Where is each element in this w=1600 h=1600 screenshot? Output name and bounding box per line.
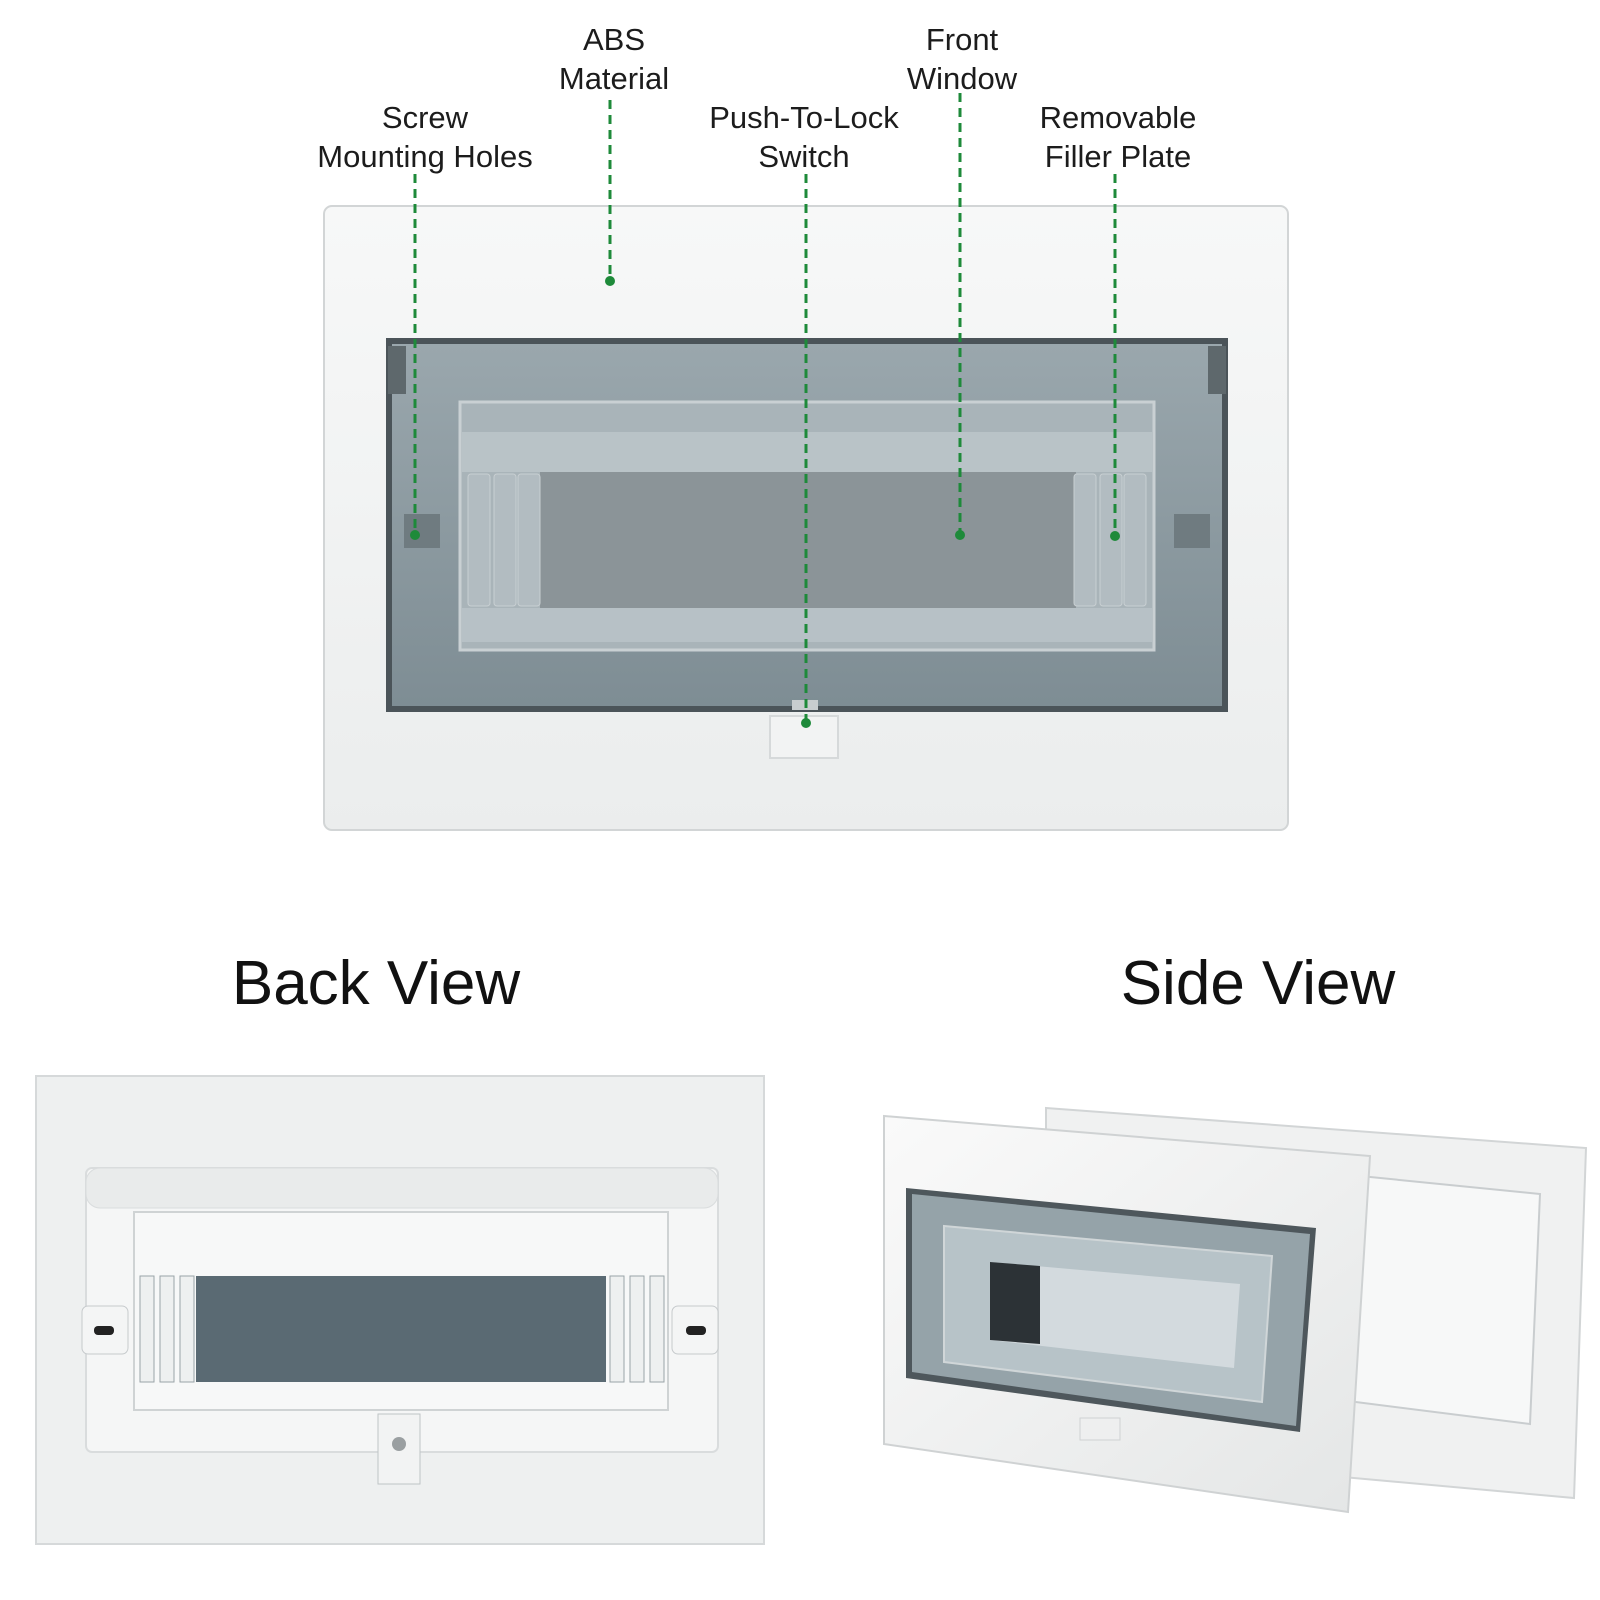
back-rib-right-2 — [629, 1275, 645, 1383]
hinge-left — [388, 346, 406, 394]
breaker-slot — [540, 472, 1076, 608]
back-hole-right — [686, 1326, 706, 1335]
screw-hole-right — [1174, 514, 1210, 548]
back-view — [35, 1075, 765, 1545]
hinge-right — [1208, 346, 1226, 394]
right-rib-1 — [1073, 473, 1097, 607]
label-front-window: Front Window — [906, 22, 1018, 96]
label-screw-mounting-holes: Screw Mounting Holes — [317, 100, 533, 174]
label-push-to-lock-switch: Push-To-Lock Switch — [709, 100, 899, 174]
side-view-title: Side View — [1120, 949, 1396, 1018]
left-rib-3 — [517, 473, 541, 607]
dot-window — [955, 530, 965, 540]
back-view-title: Back View — [231, 949, 521, 1018]
back-rib-right-3 — [649, 1275, 665, 1383]
left-rib-1 — [467, 473, 491, 607]
back-rib-left-3 — [179, 1275, 195, 1383]
dot-abs — [605, 276, 615, 286]
label-removable-filler-plate: Removable Filler Plate — [1039, 100, 1197, 174]
side-rear-inner — [1339, 1172, 1542, 1426]
side-view — [883, 1106, 1588, 1514]
side-lock-plate — [1079, 1417, 1121, 1441]
right-rib-2 — [1099, 473, 1123, 607]
side-slot-shadow — [990, 1262, 1040, 1344]
dot-screw — [410, 530, 420, 540]
dot-lock — [801, 718, 811, 728]
side-slot — [990, 1262, 1240, 1368]
dot-filler — [1110, 531, 1120, 541]
back-rib-left-2 — [159, 1275, 175, 1383]
back-hole-left — [94, 1326, 114, 1335]
left-rib-2 — [493, 473, 517, 607]
back-slot — [196, 1276, 606, 1382]
screw-hole-left — [404, 514, 440, 548]
callout-lines — [413, 93, 1117, 722]
back-rib-left-1 — [139, 1275, 155, 1383]
back-clip-screw — [392, 1437, 406, 1451]
back-rib-right-1 — [609, 1275, 625, 1383]
right-rib-3 — [1123, 473, 1147, 607]
label-abs-material: ABS Material — [558, 22, 670, 96]
back-top-bar — [85, 1167, 719, 1209]
callout-dots — [410, 276, 1120, 728]
